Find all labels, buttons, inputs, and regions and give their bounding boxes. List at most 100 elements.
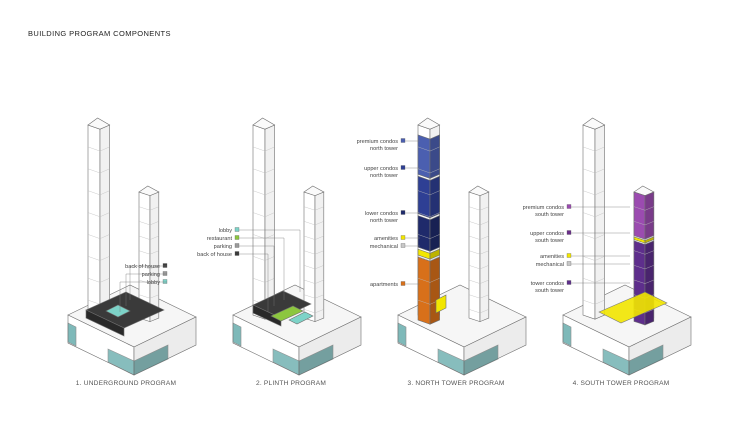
lobby-mass	[105, 304, 131, 318]
podium-4-glass-right	[628, 344, 664, 376]
legend-underground-1: parking	[125, 271, 168, 306]
south-tower-4-floor-line	[633, 221, 654, 226]
north-tower-3	[417, 117, 441, 325]
north-tower-4-floor-line	[582, 146, 605, 152]
legend-south-label-line2: south tower	[535, 212, 564, 218]
north-tower-3-band-left-4	[417, 256, 431, 325]
podium-3-glass-right	[463, 344, 499, 376]
north-tower-4-floor-line	[582, 168, 605, 174]
south-tower-1-floor-line	[138, 235, 159, 240]
south-tower-2-floor-line	[303, 250, 324, 255]
podium-1-glass-left	[67, 322, 77, 347]
diagram-4: 4. SOUTH TOWER PROGRAM	[562, 117, 692, 387]
diagram-2: 2. PLINTH PROGRAM	[232, 117, 362, 387]
north-tower-4-floor-line	[582, 234, 605, 239]
north-tower-3-floor-line	[417, 278, 440, 283]
north-tower-2-floor-line	[252, 212, 275, 217]
south-tower-4-floor-line	[633, 279, 654, 284]
north-tower-1-floor-line	[87, 278, 110, 283]
south-tower-1-floor-line	[138, 279, 159, 284]
caption-3: 3. NORTH TOWER PROGRAM	[407, 380, 504, 387]
legend-north-swatch	[400, 165, 406, 170]
north-tower-3-band-left-0	[417, 134, 431, 179]
south-tower-2-floor-line	[303, 221, 324, 226]
north-amenities-base	[435, 294, 447, 314]
north-tower-1-floor-line	[87, 168, 110, 174]
north-tower-3-band-right-3	[429, 248, 440, 260]
diagram-title: BUILDING PROGRAM COMPONENTS	[28, 29, 171, 38]
north-tower-1-floor-line	[87, 146, 110, 152]
legend-south-swatch	[566, 253, 572, 258]
north-tower-2	[252, 117, 276, 320]
south-tower-3-floor-line	[468, 221, 489, 226]
legend-south-swatch	[566, 204, 572, 209]
south-amenities-plaza	[598, 291, 668, 324]
legend-plinth-leader	[239, 229, 301, 292]
back-of-house-side	[85, 309, 125, 337]
legend-north-label-line2: north tower	[370, 146, 398, 152]
caption-4: 4. SOUTH TOWER PROGRAM	[573, 380, 670, 387]
legend-plinth-leader	[239, 237, 285, 300]
south-tower-4-floor-line	[633, 265, 654, 270]
south-tower-1-floor-line	[138, 206, 159, 211]
legend-north-5: apartments	[370, 281, 420, 288]
south-tower-2-floor-line	[303, 294, 324, 299]
north-tower-3-roof	[417, 117, 441, 130]
legend-underground-swatch	[162, 271, 168, 276]
legend-north-swatch	[400, 235, 406, 240]
legend-plinth-swatch	[234, 243, 240, 248]
legend-south-label-line2: south tower	[535, 238, 564, 244]
legend-north-label: mechanical	[370, 244, 398, 250]
legend-south-3: mechanical	[536, 261, 630, 268]
north-tower-3-band-right-1	[429, 175, 440, 219]
south-tower-1-floor-line	[138, 294, 159, 299]
legend-north-label: upper condos	[364, 166, 398, 172]
north-tower-1-floor-line	[87, 234, 110, 239]
legend-plinth-label: lobby	[219, 228, 233, 234]
north-tower-3-band-right-0	[429, 134, 440, 179]
legend-underground-label: lobby	[147, 280, 161, 286]
south-tower-4-floor-line	[633, 235, 654, 240]
south-tower-1	[138, 185, 160, 323]
south-tower-3	[468, 185, 490, 323]
south-tower-3-floor-line	[468, 235, 489, 240]
legend-underground-swatch	[162, 279, 168, 284]
legend-plinth-3: back of house	[197, 251, 269, 312]
south-tower-3-left-face	[468, 191, 481, 323]
legend-south-label-line2: south tower	[535, 288, 564, 294]
south-tower-3-roof	[468, 185, 490, 196]
north-tower-4-floor-line	[582, 212, 605, 217]
legend-south-swatch	[566, 280, 572, 285]
south-tower-4-floor-line	[633, 206, 654, 211]
legend-south-2: amenities	[540, 253, 630, 260]
north-tower-3-band-right-2	[429, 215, 440, 252]
north-tower-3-band-left-1	[417, 175, 431, 219]
legend-plinth-swatch	[234, 251, 240, 256]
plinth-back-of-house-side	[252, 304, 282, 327]
north-tower-1-left-face	[87, 124, 101, 320]
podium-4	[562, 284, 692, 376]
podium-3	[397, 284, 527, 376]
legend-plinth-swatch	[234, 227, 240, 232]
south-tower-2-right-face	[314, 191, 325, 323]
south-tower-3-floor-line	[468, 279, 489, 284]
caption-1: 1. UNDERGROUND PROGRAM	[76, 380, 176, 387]
north-tower-2-floor-line	[252, 146, 275, 152]
north-tower-2-floor-line	[252, 256, 275, 261]
legend-south-label: mechanical	[536, 262, 564, 268]
north-tower-1-floor-line	[87, 190, 110, 196]
south-tower-2	[303, 185, 325, 323]
legend-plinth-label: parking	[214, 244, 232, 250]
legend-north-swatch	[400, 210, 406, 215]
north-tower-3-band-right-4	[429, 256, 440, 325]
south-tower-1-floor-line	[138, 250, 159, 255]
south-tower-1-roof	[138, 185, 160, 196]
north-tower-3-floor-line	[417, 146, 440, 152]
legend-plinth-1: restaurant	[207, 235, 285, 300]
legend-south-label: upper condos	[530, 231, 564, 237]
legend-north-label: amenities	[374, 236, 398, 242]
